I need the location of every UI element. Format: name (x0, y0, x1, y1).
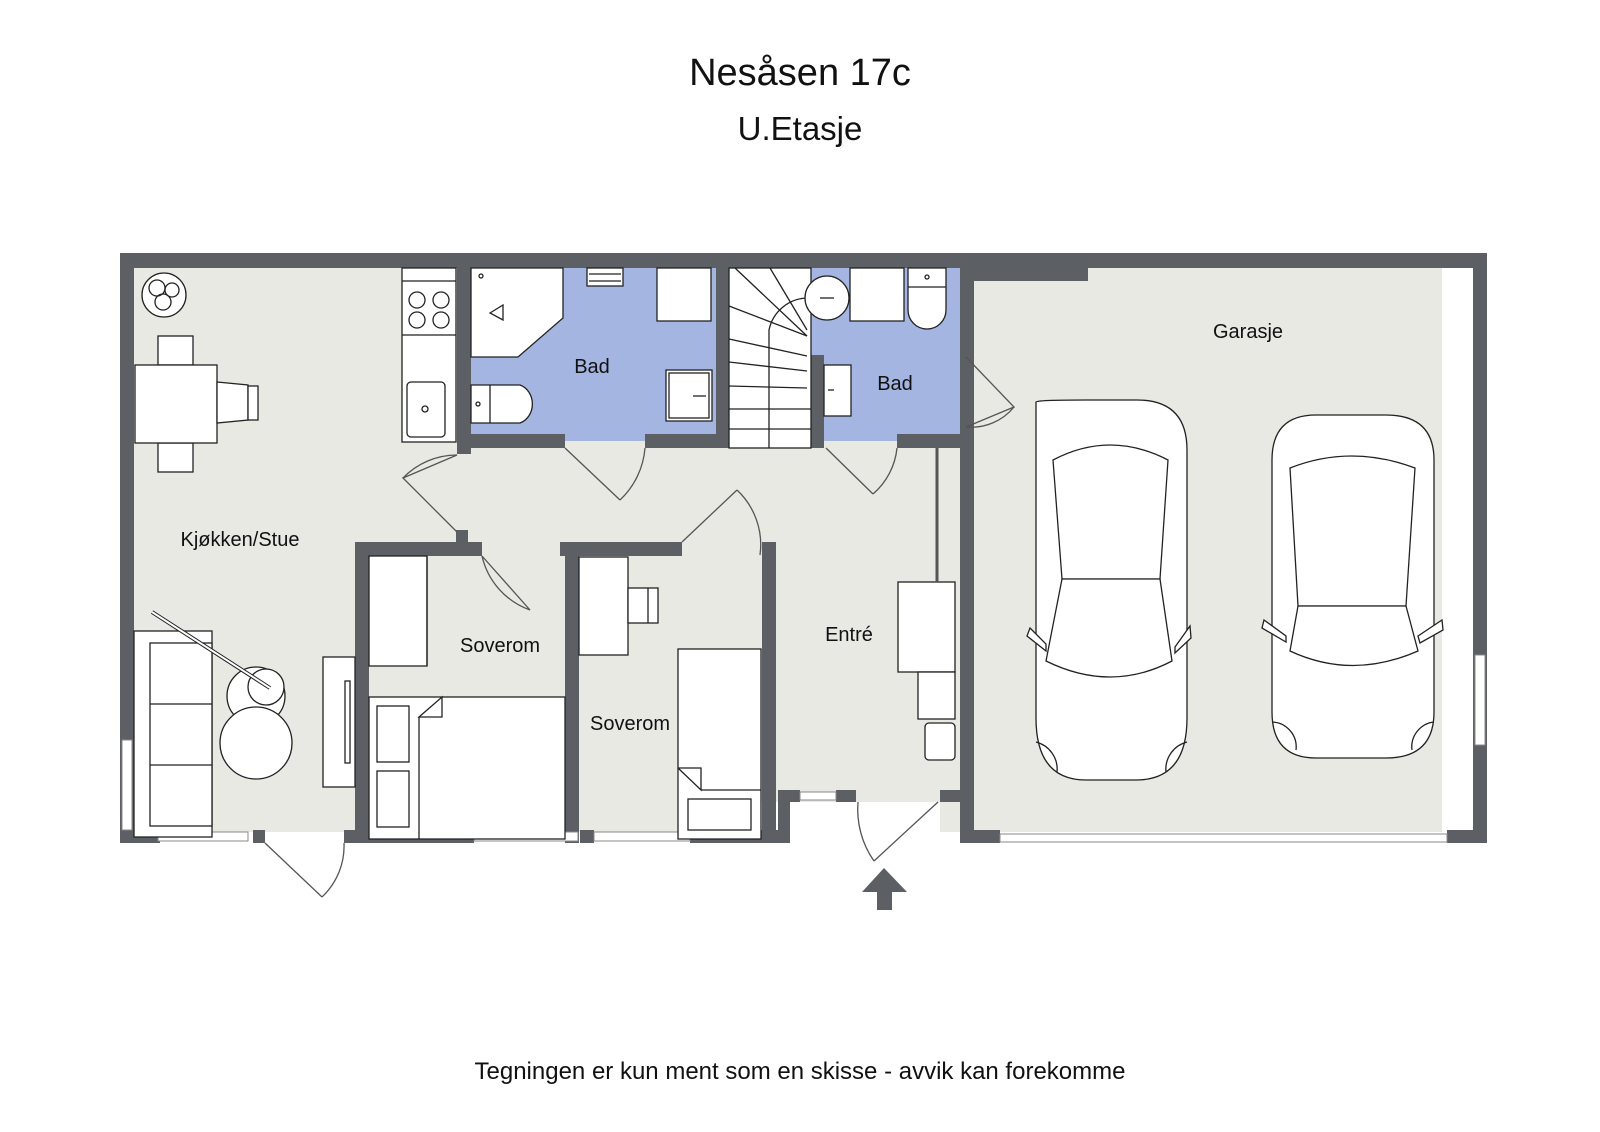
dining-table-icon (134, 335, 259, 473)
room-label-kjokken-stue: Kjøkken/Stue (181, 529, 300, 551)
bed-icon (677, 648, 762, 840)
stairs-icon (728, 267, 812, 449)
room-label-bad-1: Bad (574, 356, 610, 378)
doors (264, 356, 1016, 898)
desk-icon (578, 556, 659, 656)
room-label-soverom-1: Soverom (460, 635, 540, 657)
shoe-cabinet (917, 671, 956, 720)
disclaimer-text: Tegningen er kun ment som en skisse - av… (474, 1058, 1126, 1085)
entrance-arrow-icon (862, 868, 907, 910)
toilet-icon (907, 267, 947, 330)
room-label-entre: Entré (825, 624, 873, 646)
door-bad-2 (825, 447, 874, 495)
stove-icon (408, 291, 450, 329)
sofa-icon (133, 630, 213, 838)
door-bad-1 (564, 447, 621, 501)
tv-bench (322, 656, 356, 788)
sink-icon (823, 364, 852, 417)
room-label-garasje: Garasje (1213, 321, 1283, 343)
floor-subtitle: U.Etasje (737, 110, 863, 147)
coffee-table-icon (219, 706, 293, 780)
sink-icon (665, 369, 713, 422)
towel-rail-icon (586, 267, 624, 287)
room-label-soverom-2: Soverom (590, 713, 670, 735)
sink-icon (406, 381, 446, 438)
washing-machine-1 (656, 267, 712, 322)
bed-icon (368, 695, 566, 840)
toilet-icon (470, 384, 534, 424)
wardrobe-icon (368, 555, 428, 667)
room-label-bad-2: Bad (877, 373, 913, 395)
shower-icon (470, 267, 564, 358)
water-heater-icon (804, 275, 850, 321)
bench (924, 722, 956, 761)
washing-machine-2 (849, 267, 905, 322)
car-icon (1026, 399, 1192, 781)
plan-title: Nesåsen 17c (689, 52, 911, 94)
kitchen-counter (401, 267, 457, 443)
plant-icon (141, 272, 187, 318)
coat-cabinet (897, 581, 956, 673)
car-icon (1261, 414, 1444, 759)
